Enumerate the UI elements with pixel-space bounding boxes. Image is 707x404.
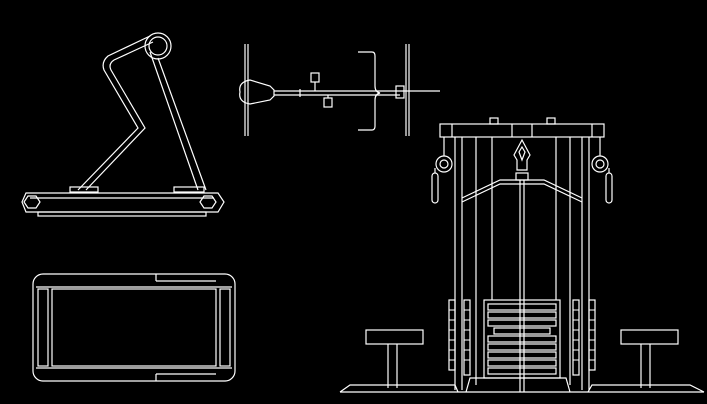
upright-post-a [149, 51, 199, 191]
bracket [358, 51, 381, 131]
clamp-top [310, 72, 320, 83]
right-side-plates [572, 299, 596, 376]
right-handle [605, 172, 613, 204]
left-seat [365, 329, 424, 388]
handle-arm-outer [77, 35, 151, 191]
lat-bar-top [461, 179, 583, 199]
clamp-bottom [323, 97, 333, 108]
left-pulley [435, 155, 453, 173]
treadmill-deck [21, 192, 225, 213]
running-belt [51, 288, 217, 367]
handle-grip [239, 79, 275, 105]
treadmill-frame-outline [32, 273, 236, 382]
front-roller [199, 195, 217, 209]
weight-stack [483, 299, 561, 379]
left-side-plates [448, 299, 471, 376]
left-handle [431, 172, 439, 204]
rear-roller [23, 195, 41, 209]
cable-hook [513, 138, 531, 171]
upright-post-b [157, 57, 207, 191]
handle-arm-inner [85, 41, 154, 191]
right-pulley [591, 155, 609, 173]
lat-bar-bottom [461, 183, 583, 203]
bar-top-view [239, 44, 440, 136]
treadmill-top-view [32, 273, 236, 382]
coupling [395, 85, 405, 99]
top-beam [439, 123, 605, 138]
treadmill-side-view [21, 32, 225, 217]
multigym-front-view [339, 117, 705, 393]
right-seat [620, 329, 679, 388]
